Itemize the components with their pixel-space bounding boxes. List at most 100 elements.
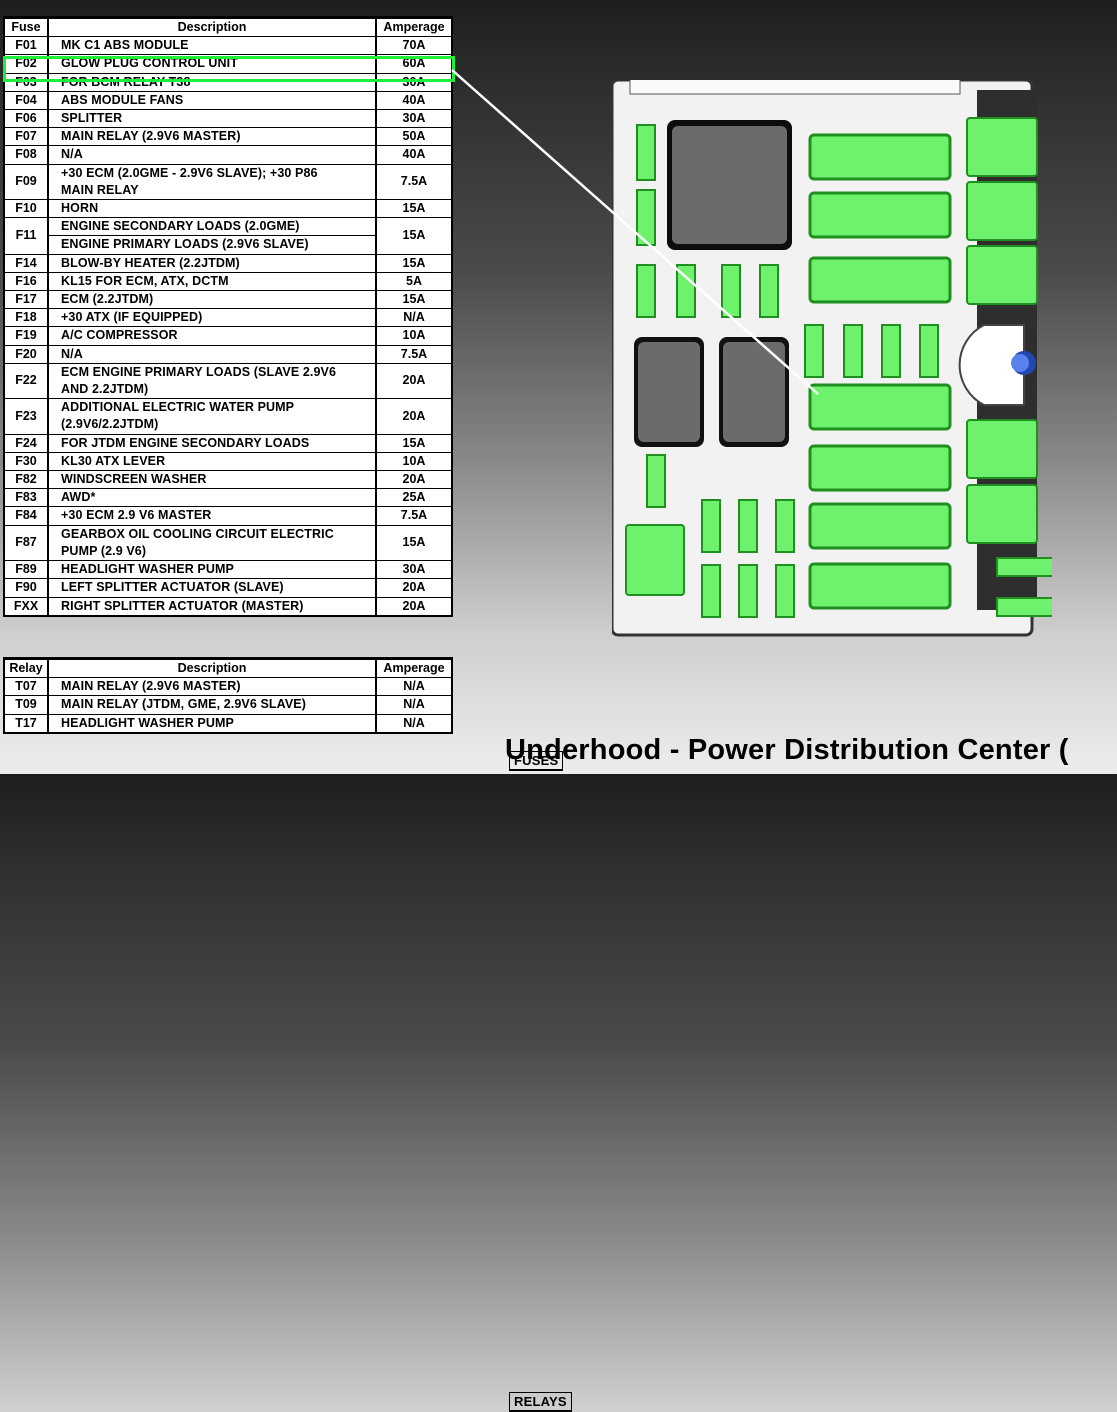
fuse-amperage: 25A bbox=[375, 488, 453, 508]
relays-table-title: RELAYS bbox=[509, 1392, 572, 1412]
fuse-id: F07 bbox=[3, 127, 49, 147]
relays-header-description: Description bbox=[47, 658, 377, 679]
maxi-fuse bbox=[808, 444, 952, 492]
fuse-id: F08 bbox=[3, 145, 49, 165]
fuse-amperage: 60A bbox=[375, 54, 453, 74]
fuse-id: F24 bbox=[3, 433, 49, 453]
description-line: ABS MODULE FANS bbox=[61, 92, 184, 107]
mini-fuse bbox=[775, 499, 795, 553]
fuse-id: F90 bbox=[3, 578, 49, 598]
fuse-amperage: 30A bbox=[375, 109, 453, 129]
fuses-table-title: FUSES bbox=[509, 751, 564, 772]
fuse-description: ENGINE PRIMARY LOADS (2.9V6 SLAVE) bbox=[47, 235, 377, 255]
table-row: F83 AWD* 25A bbox=[3, 488, 453, 508]
relay-top-face bbox=[723, 342, 785, 442]
description-line: GLOW PLUG CONTROL UNIT bbox=[61, 56, 238, 71]
fuse-id: F17 bbox=[3, 290, 49, 310]
fuse-amperage: 15A bbox=[375, 253, 453, 273]
description-line: KL30 ATX LEVER bbox=[61, 453, 166, 468]
fuse-description: MAIN RELAY (2.9V6 MASTER) bbox=[47, 127, 377, 147]
maxi-fuse bbox=[808, 191, 952, 239]
relay-amperage: N/A bbox=[375, 695, 453, 715]
description-line: BLOW-BY HEATER (2.2JTDM) bbox=[61, 255, 240, 270]
fuse-id: F22 bbox=[3, 362, 49, 400]
mini-fuse bbox=[636, 124, 656, 181]
description-line: AWD* bbox=[61, 490, 96, 505]
relay-column-right-lower bbox=[966, 419, 1038, 544]
fuse-id: F83 bbox=[3, 488, 49, 508]
fuse-amperage: 10A bbox=[375, 451, 453, 472]
maxi-fuse bbox=[808, 383, 952, 431]
fuse-id: F82 bbox=[3, 470, 49, 490]
description-line: A/C COMPRESSOR bbox=[61, 328, 178, 343]
description-line: N/A bbox=[61, 147, 83, 162]
fuse-description: ADDITIONAL ELECTRIC WATER PUMP(2.9V6/2.2… bbox=[47, 398, 377, 435]
fuse-id: F09 bbox=[3, 163, 49, 201]
description-line: AND 2.2JTDM) bbox=[61, 382, 149, 397]
fuse-id: F14 bbox=[3, 253, 49, 273]
relay-top-face bbox=[638, 342, 700, 442]
relay-id: T17 bbox=[3, 713, 49, 734]
fuse-amperage: 20A bbox=[375, 596, 453, 617]
fuse-description: RIGHT SPLITTER ACTUATOR (MASTER) bbox=[47, 596, 377, 617]
fuse-amperage: 20A bbox=[375, 362, 453, 400]
description-line: MK C1 ABS MODULE bbox=[61, 38, 189, 53]
mini-relay bbox=[966, 181, 1038, 241]
fuse-box-diagram bbox=[612, 80, 1052, 637]
fuse-id: F18 bbox=[3, 308, 49, 328]
fuse-amperage: 7.5A bbox=[375, 344, 453, 364]
fuse-amperage: 70A bbox=[375, 36, 453, 56]
fuse-id: F23 bbox=[3, 398, 49, 435]
fuse-amperage: 15A bbox=[375, 524, 453, 562]
mini-relay bbox=[966, 419, 1038, 479]
mini-relay bbox=[966, 245, 1038, 305]
mini-fuse bbox=[701, 564, 721, 618]
fuse-id: F03 bbox=[3, 72, 49, 92]
description-line: +30 ECM (2.0GME - 2.9V6 SLAVE); +30 P86 bbox=[61, 165, 318, 180]
description-line: +30 ECM 2.9 V6 MASTER bbox=[61, 508, 212, 523]
fuse-id: F06 bbox=[3, 109, 49, 129]
description-line: WINDSCREEN WASHER bbox=[61, 472, 207, 487]
fuse-description: FOR JTDM ENGINE SECONDARY LOADS bbox=[47, 433, 377, 453]
description-line: (2.9V6/2.2JTDM) bbox=[61, 417, 159, 432]
relay-id: T07 bbox=[3, 677, 49, 697]
mini-fuse bbox=[636, 264, 656, 318]
description-line: MAIN RELAY (2.9V6 MASTER) bbox=[61, 679, 241, 694]
diagram-title: Underhood - Power Distribution Center ( bbox=[505, 734, 1069, 766]
fuse-id: F16 bbox=[3, 271, 49, 292]
maxi-fuse-column-upper bbox=[808, 133, 952, 304]
description-line: SPLITTER bbox=[61, 111, 123, 126]
table-row: F18+30 ATX (IF EQUIPPED)N/A bbox=[3, 308, 453, 328]
fuse-amperage: 20A bbox=[375, 578, 453, 598]
fuses-header-fuse: Fuse bbox=[3, 17, 49, 38]
mini-fuse bbox=[759, 264, 779, 318]
maxi-fuse bbox=[808, 256, 952, 304]
description-line: N/A bbox=[61, 346, 83, 361]
fuse-row-middle bbox=[804, 324, 939, 378]
description-line: ECM (2.2JTDM) bbox=[61, 292, 154, 307]
housing-top-rim bbox=[629, 80, 961, 95]
table-row: F09+30 ECM (2.0GME - 2.9V6 SLAVE); +30 P… bbox=[3, 163, 453, 201]
fuse-amperage: 20A bbox=[375, 470, 453, 490]
fuses-header-amperage: Amperage bbox=[375, 17, 453, 38]
fuse-description: ENGINE SECONDARY LOADS (2.0GME) bbox=[47, 217, 377, 237]
relay-description: MAIN RELAY (2.9V6 MASTER) bbox=[47, 677, 377, 697]
description-line: PUMP (2.9 V6) bbox=[61, 543, 147, 558]
table-row: F82 WINDSCREEN WASHER 20A bbox=[3, 470, 453, 490]
relay-description: MAIN RELAY (JTDM, GME, 2.9V6 SLAVE) bbox=[47, 695, 377, 715]
mini-relay bbox=[966, 484, 1038, 544]
fuse-amperage: 50A bbox=[375, 127, 453, 147]
mini-fuse bbox=[701, 499, 721, 553]
fuse-amperage: 7.5A bbox=[375, 506, 453, 526]
